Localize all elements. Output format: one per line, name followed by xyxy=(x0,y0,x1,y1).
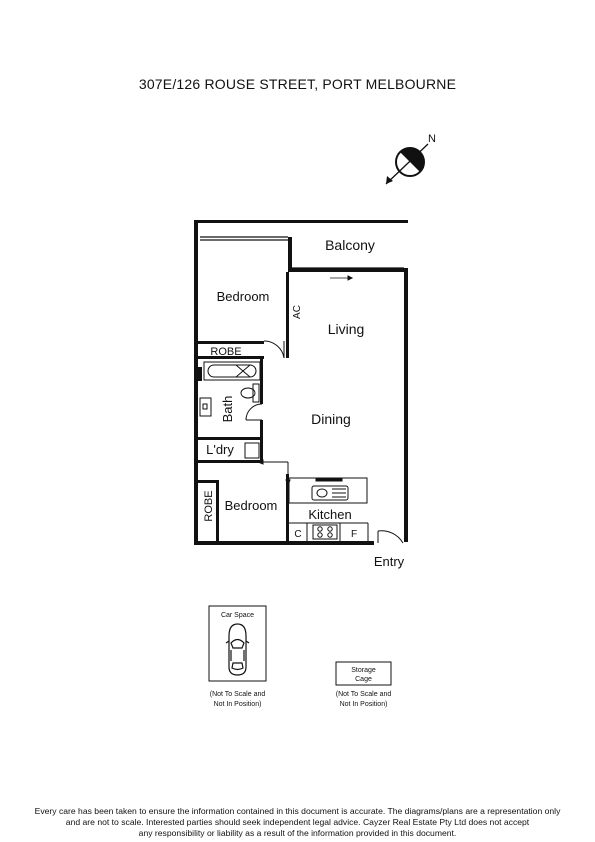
property-address: 307E/126 ROUSE STREET, PORT MELBOURNE xyxy=(138,76,457,92)
cupboard-label: C xyxy=(294,529,301,540)
room-label-bath: Bath xyxy=(220,396,235,423)
laundry-tub-icon xyxy=(244,442,260,459)
room-label-living: Living xyxy=(328,321,365,337)
disclaimer-line-2: and are not to scale. Interested parties… xyxy=(65,817,530,827)
disclaimer: Every care has been taken to ensure the … xyxy=(10,806,585,839)
doors xyxy=(245,340,404,544)
outer-walls xyxy=(194,220,408,545)
interior-walls xyxy=(198,237,408,543)
storage-label-line-1: Storage xyxy=(351,667,376,674)
north-arrow-icon: N xyxy=(385,133,436,185)
storage-note-line-2: Not In Position) xyxy=(340,701,388,708)
room-label-laundry: L'dry xyxy=(206,442,234,457)
kitchen-fixtures xyxy=(288,477,369,541)
car-icon xyxy=(225,623,250,676)
room-label-bedroom-2: Bedroom xyxy=(225,498,278,513)
disclaimer-line-1: Every care has been taken to ensure the … xyxy=(34,806,561,816)
car-space-box: Car Space (Not To Scale and Not In Posit… xyxy=(208,605,267,708)
room-label-robe-2: ROBE xyxy=(203,490,215,521)
car-space-label: Car Space xyxy=(221,612,254,619)
car-space-note-line-2: Not In Position) xyxy=(214,701,262,708)
room-label-entry: Entry xyxy=(374,554,405,569)
ac-label: AC xyxy=(292,305,303,319)
storage-label-line-2: Cage xyxy=(355,676,372,683)
storage-note-line-1: (Not To Scale and xyxy=(336,691,392,698)
fridge-label: F xyxy=(351,529,357,540)
car-space-note-line-1: (Not To Scale and xyxy=(210,691,266,698)
room-label-bedroom: Bedroom xyxy=(217,289,270,304)
room-label-robe: ROBE xyxy=(210,346,241,358)
storage-cage-box: Storage Cage (Not To Scale and Not In Po… xyxy=(335,661,392,708)
disclaimer-line-3: any responsibility or liability as a res… xyxy=(138,828,457,838)
room-label-kitchen: Kitchen xyxy=(308,507,351,522)
north-label: N xyxy=(428,133,436,145)
bathroom-fixtures xyxy=(199,361,261,417)
room-label-balcony: Balcony xyxy=(325,237,375,253)
room-label-dining: Dining xyxy=(311,411,351,427)
